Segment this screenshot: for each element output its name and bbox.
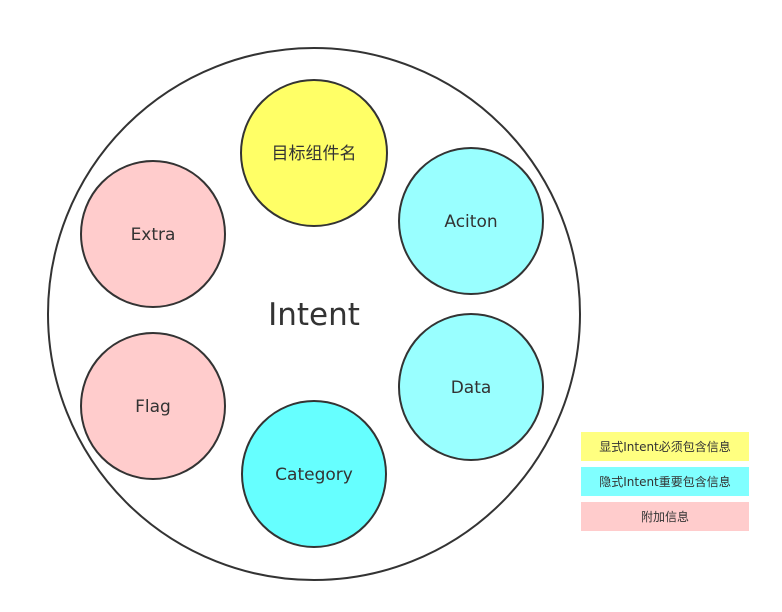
legend-implicit-intent: 隐式Intent重要包含信息: [581, 467, 749, 496]
node-extra-label: Extra: [131, 225, 176, 245]
legend-explicit-intent-label: 显式Intent必须包含信息: [599, 440, 731, 454]
node-action-label: Aciton: [444, 212, 497, 232]
node-extra: Extra: [80, 160, 226, 308]
node-category-label: Category: [275, 465, 353, 485]
node-component-name-label: 目标组件名: [272, 144, 357, 164]
legend-additional-info: 附加信息: [581, 502, 749, 531]
legend-explicit-intent: 显式Intent必须包含信息: [581, 432, 749, 461]
node-category: Category: [241, 400, 387, 548]
node-component-name: 目标组件名: [240, 79, 388, 227]
node-flag: Flag: [80, 332, 226, 480]
node-flag-label: Flag: [135, 397, 171, 417]
legend-additional-info-label: 附加信息: [640, 510, 689, 524]
legend-implicit-intent-label: 隐式Intent重要包含信息: [599, 475, 731, 489]
intent-center-label: Intent: [268, 297, 360, 333]
node-action: Aciton: [398, 147, 544, 295]
node-data-label: Data: [451, 378, 492, 398]
node-data: Data: [398, 313, 544, 461]
